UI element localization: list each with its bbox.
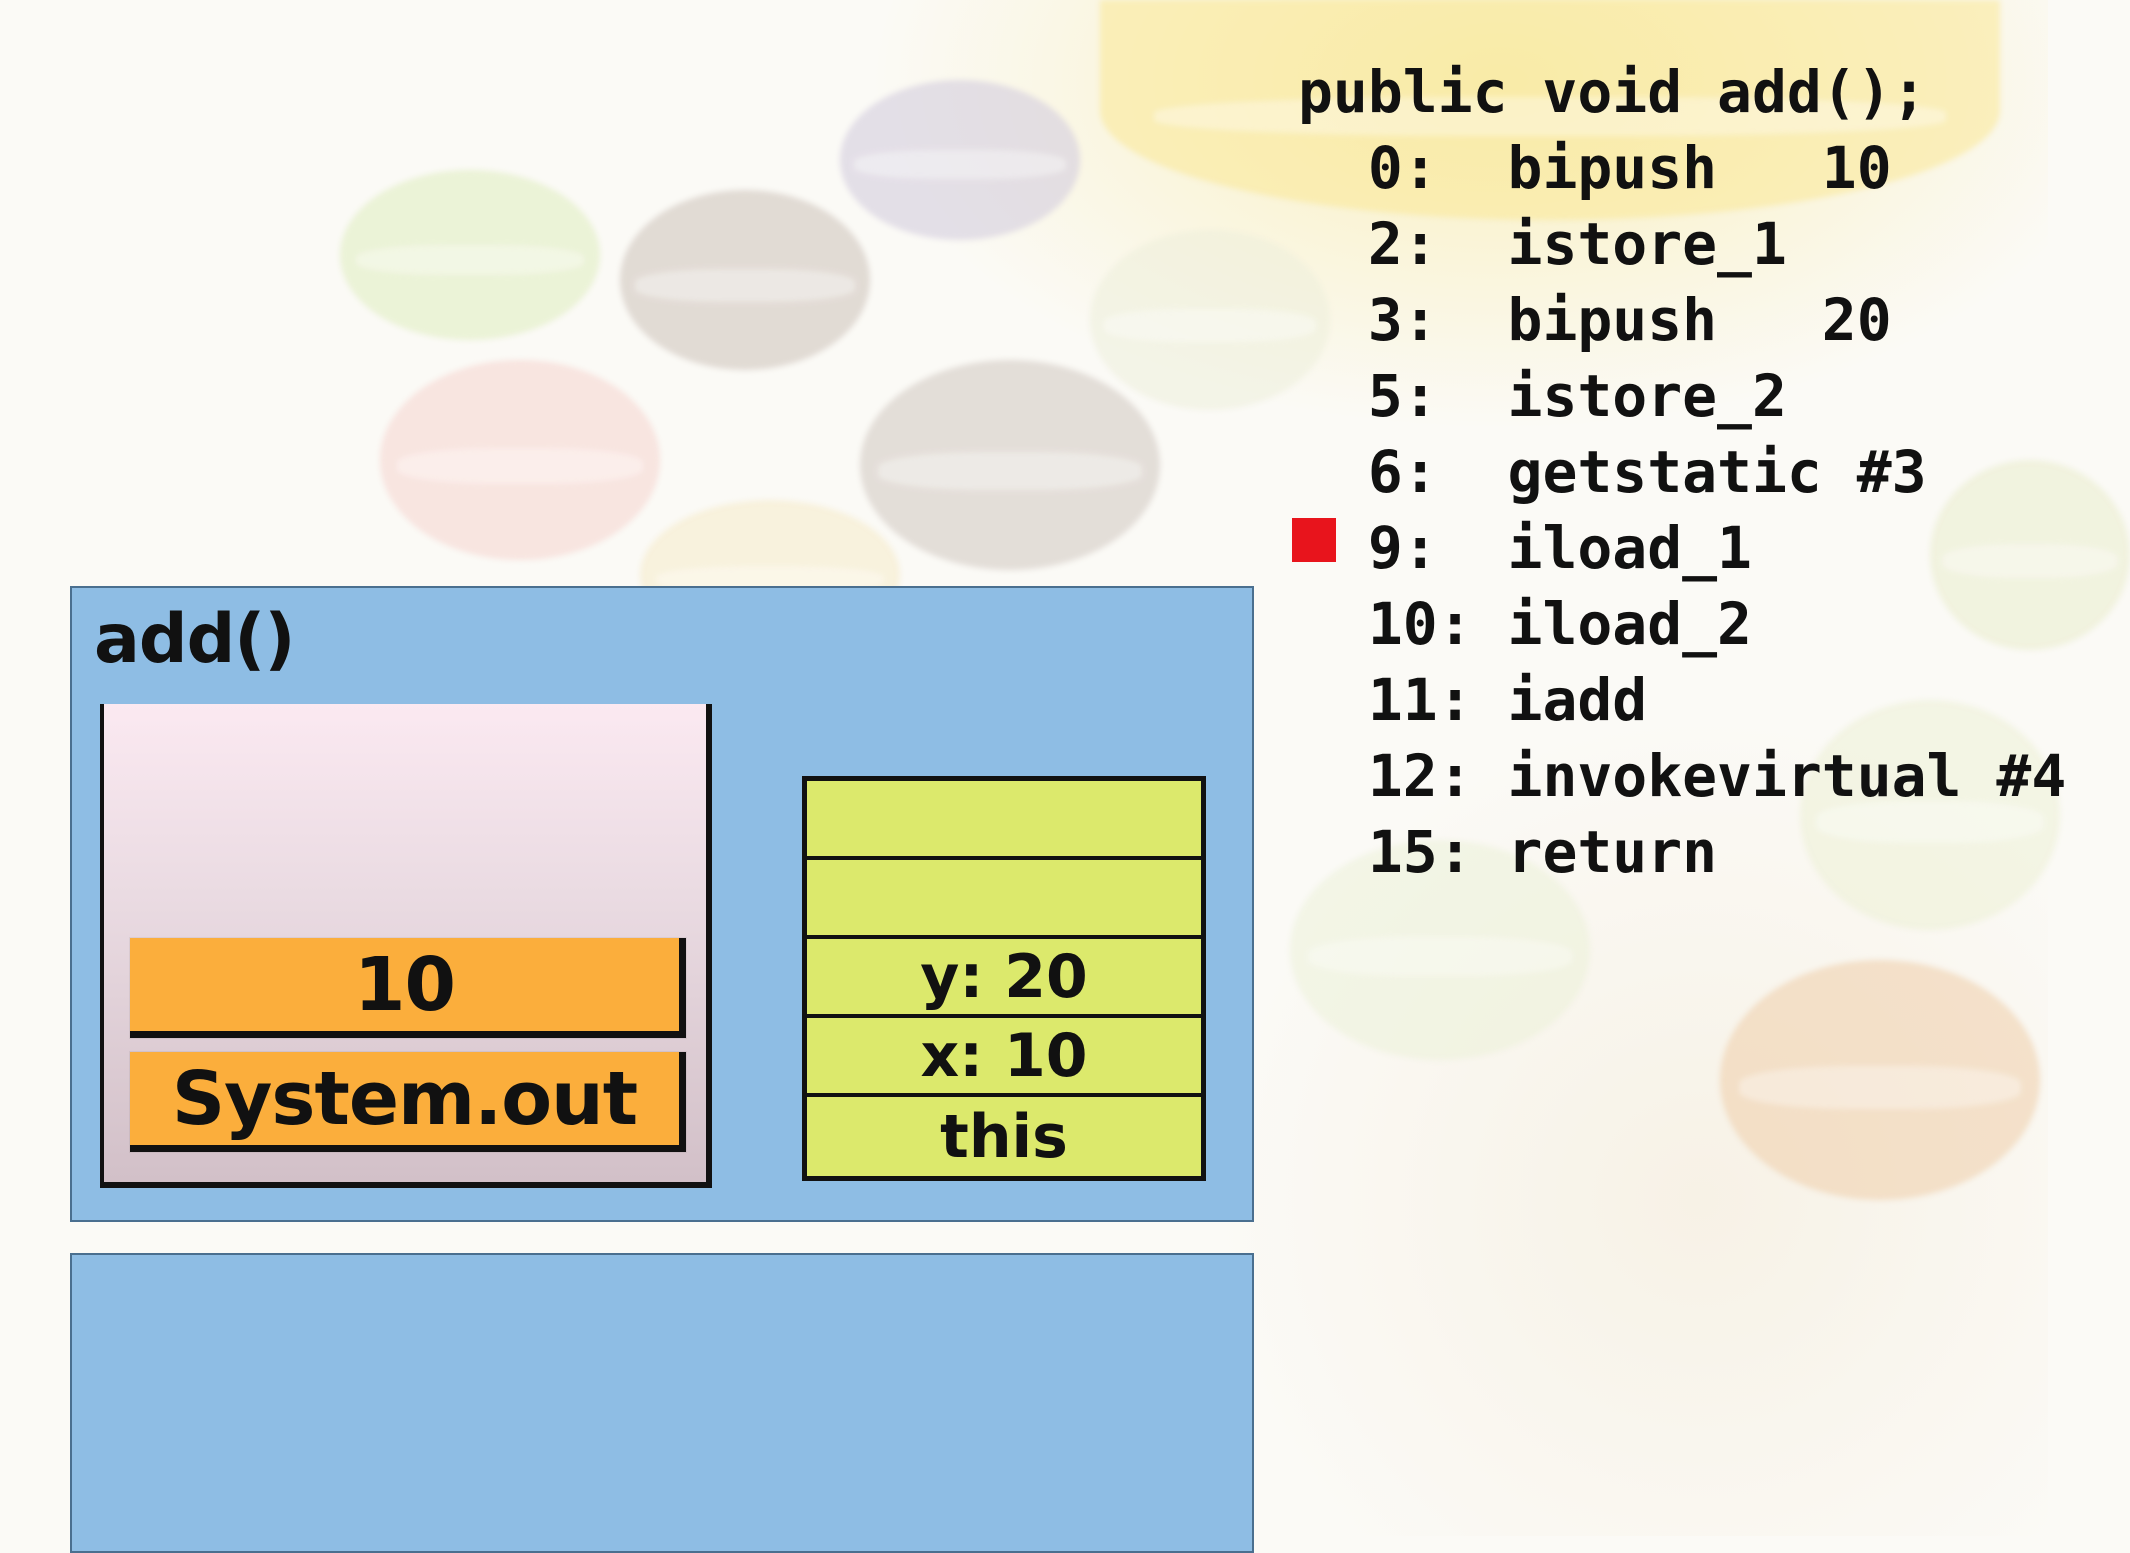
instruction-offset: 12: — [1367, 742, 1473, 810]
instruction: iload_1 — [1507, 514, 1752, 582]
instruction: istore_2 — [1507, 362, 1787, 430]
code-line: 3: bipush 20 — [1298, 282, 2066, 358]
instruction-offset: 0: — [1367, 134, 1438, 202]
instruction-offset: 9: — [1367, 514, 1438, 582]
local-slot: x: 10 — [807, 1018, 1201, 1097]
operand-stack-item: System.out — [130, 1052, 686, 1152]
operand-stack-item: 10 — [130, 938, 686, 1038]
instruction: bipush 10 — [1507, 134, 1892, 202]
instruction-offset: 5: — [1367, 362, 1438, 430]
code-line: 10: iload_2 — [1298, 586, 2066, 662]
code-line: 5: istore_2 — [1298, 358, 2066, 434]
instruction-offset: 2: — [1367, 210, 1438, 278]
code-line: 11: iadd — [1298, 662, 2066, 738]
instruction: istore_1 — [1507, 210, 1787, 278]
instruction: invokevirtual #4 — [1507, 742, 2067, 810]
local-slot: y: 20 — [807, 939, 1201, 1018]
stack-frame-caller — [70, 1253, 1254, 1553]
operand-stack: 10 System.out — [100, 704, 712, 1188]
instruction: iadd — [1507, 666, 1648, 734]
local-slot — [807, 860, 1201, 939]
current-instruction-marker — [1292, 518, 1336, 562]
frame-title: add() — [94, 600, 295, 679]
code-line: 2: istore_1 — [1298, 206, 2066, 282]
code-line-current: 9: iload_1 — [1298, 510, 2066, 586]
local-slot: this — [940, 1101, 1068, 1172]
code-line: 6: getstatic #3 — [1298, 434, 2066, 510]
local-slot — [807, 781, 1201, 860]
instruction-offset: 11: — [1367, 666, 1473, 734]
bytecode-listing: public void add(); 0: bipush 10 2: istor… — [1298, 54, 2066, 890]
code-line: 15: return — [1298, 814, 2066, 890]
method-signature: public void add(); — [1298, 58, 1927, 126]
instruction: iload_2 — [1507, 590, 1752, 658]
code-line: 12: invokevirtual #4 — [1298, 738, 2066, 814]
instruction: getstatic #3 — [1507, 438, 1927, 506]
instruction-offset: 15: — [1367, 818, 1473, 886]
local-variables: y: 20 x: 10 this — [802, 776, 1206, 1181]
instruction-offset: 10: — [1367, 590, 1473, 658]
instruction: return — [1507, 818, 1718, 886]
instruction-offset: 6: — [1367, 438, 1438, 506]
stack-frame-add: add() 10 System.out y: 20 x: 10 this — [70, 586, 1254, 1222]
instruction-offset: 3: — [1367, 286, 1438, 354]
instruction: bipush 20 — [1507, 286, 1892, 354]
code-line: 0: bipush 10 — [1298, 130, 2066, 206]
